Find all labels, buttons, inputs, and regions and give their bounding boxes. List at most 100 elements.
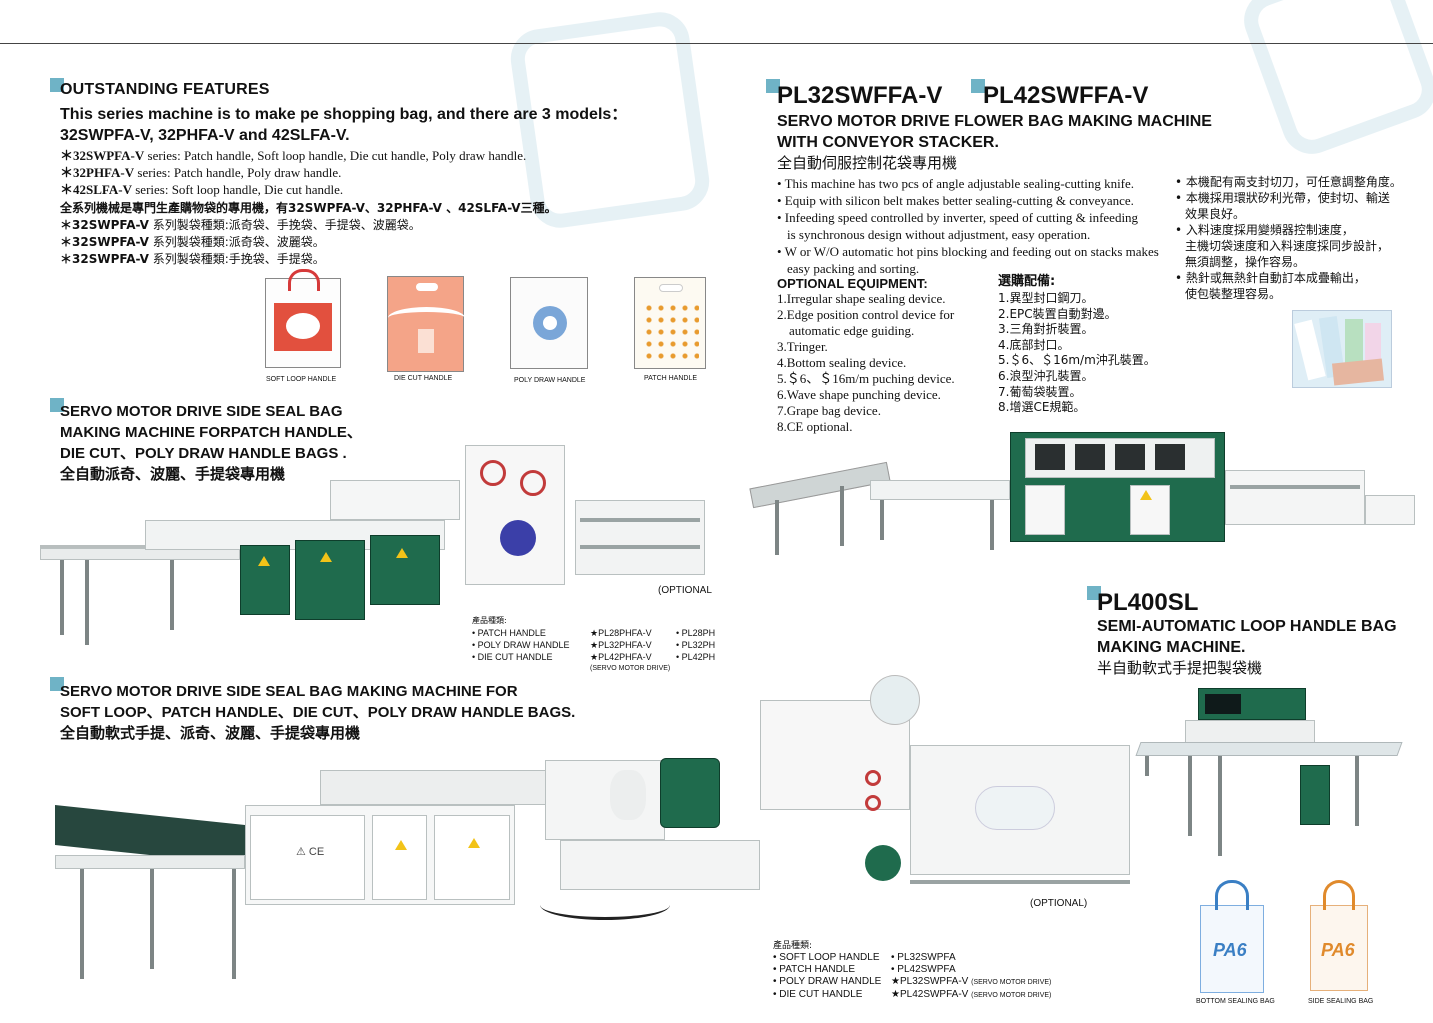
bag-bottom-sealing: PA6: [1200, 880, 1264, 993]
series-item: ＊32PHFA-V series: Patch handle, Poly dra…: [60, 165, 342, 180]
features-zh-block: 全系列機械是專門生產購物袋的專用機，有32SWPFA-V、32PHFA-V 、4…: [60, 200, 557, 217]
side-seal-products: 產品種類: • PATCH HANDLE ★PL28PHFA-V • PL28P…: [472, 615, 716, 675]
bag-bottom-sealing-logo: PA6: [1213, 940, 1247, 960]
soft-loop-products: 產品種類: • SOFT LOOP HANDLE • PL32SWPFA • P…: [773, 940, 1091, 1002]
flower-feature: • W or W/O automatic hot pins blocking a…: [777, 244, 1159, 259]
bag-label-poly-draw: POLY DRAW HANDLE: [514, 377, 586, 384]
flower-feature-zh: 無須調整，操作容易。: [1185, 255, 1306, 269]
bag-label-soft-loop: SOFT LOOP HANDLE: [266, 376, 337, 383]
section-marker-flower-2: [971, 79, 985, 93]
section-marker-features: [50, 78, 64, 92]
features-intro-line2: 32SWPFA-V, 32PHFA-V and 42SLFA-V.: [60, 127, 350, 144]
bag-sample-poly-draw: [510, 277, 588, 369]
features-zh-intro: 全系列機械是專門生產購物袋的專用機，有32SWPFA-V、32PHFA-V 、4…: [60, 201, 557, 215]
optional-item-zh: 2.EPC裝置自動對邊。: [998, 306, 1117, 321]
flower-feature-zh: 效果良好。: [1185, 207, 1246, 221]
side-seal-product-grid: • PATCH HANDLE ★PL28PHFA-V • PL28PH • PO…: [472, 627, 716, 663]
section-marker-side-seal: [50, 398, 64, 412]
product-item: • POLY DRAW HANDLE: [773, 976, 882, 987]
optional-item-zh: 4.底部封口。: [998, 337, 1070, 352]
flower-feature-zh: 使包裝整理容易。: [1185, 287, 1282, 301]
optional-item-zh: 5.＄6、＄16m/m沖孔裝置。: [998, 353, 1156, 368]
pl400-subtitle-line1: SEMI-AUTOMATIC LOOP HANDLE BAG: [1097, 618, 1397, 635]
pl400-subtitle: SEMI-AUTOMATIC LOOP HANDLE BAG MAKING MA…: [1097, 616, 1397, 679]
watermark-shape-right: [1235, 0, 1433, 163]
optional-equipment-zh-heading: 選購配備:: [998, 274, 1056, 289]
section-marker-flower-1: [766, 79, 780, 93]
side-seal-title-zh: 全自動派奇、波麗、手提袋專用機: [60, 465, 286, 483]
model-item: • PL32SWPFA: [891, 952, 956, 963]
section-marker-pl400: [1087, 586, 1101, 600]
model-item: ★PL32SWPFA-V (SERVO MOTOR DRIVE): [891, 976, 1052, 987]
product-item: • PATCH HANDLE: [472, 628, 546, 638]
soft-loop-title-line2: SOFT LOOP、PATCH HANDLE、DIE CUT、POLY DRAW…: [60, 704, 576, 721]
bag-side-sealing-logo: PA6: [1321, 940, 1355, 960]
features-zh-series: ＊32SWPFA-V 系列製袋種類:派奇袋、手挽袋、手提袋、波麗袋。 ＊32SW…: [60, 217, 421, 268]
flower-feature-zh: • 本機採用環狀矽利光帶，使封切、輸送: [1175, 191, 1390, 205]
pl400-model: PL400SL: [1097, 589, 1199, 616]
features-heading: OUTSTANDING FEATURES: [60, 81, 270, 98]
flower-model-1: PL32SWFFA-V: [777, 82, 943, 109]
zh-series-item: ＊32SWPFA-V 系列製袋種類:派奇袋、波麗袋。: [60, 235, 325, 249]
soft-loop-machine-mark: ⚠ CE: [296, 846, 325, 858]
pl400-subtitle-line2: MAKING MACHINE.: [1097, 639, 1246, 656]
side-seal-title-line1: SERVO MOTOR DRIVE SIDE SEAL BAG: [60, 403, 343, 420]
flower-feature: • This machine has two pcs of angle adju…: [777, 176, 1135, 191]
optional-item: automatic edge guiding.: [789, 323, 915, 338]
flower-feature: easy packing and sorting.: [787, 261, 920, 276]
side-seal-products-heading: 產品種類:: [472, 616, 507, 625]
bag-label-die-cut: DIE CUT HANDLE: [394, 375, 453, 382]
bag-label-patch: PATCH HANDLE: [644, 375, 698, 382]
side-seal-servo-note: (SERVO MOTOR DRIVE): [590, 665, 671, 672]
soft-loop-title-zh: 全自動軟式手提、派奇、波麗、手提袋專用機: [60, 724, 361, 742]
flower-subtitle-zh: 全自動伺服控制花袋專用機: [777, 154, 958, 172]
top-rule: [0, 43, 1433, 44]
bag-bottom-sealing-label: BOTTOM SEALING BAG: [1196, 998, 1275, 1005]
model-item: ★PL42PHFA-V: [590, 652, 652, 662]
soft-loop-product-grid: • SOFT LOOP HANDLE • PL32SWPFA • PATCH H…: [773, 952, 1091, 1002]
optional-equipment-list: 1.Irregular shape sealing device. 2.Edge…: [777, 291, 955, 435]
flower-subtitle-line1: SERVO MOTOR DRIVE FLOWER BAG MAKING MACH…: [777, 113, 1212, 130]
flower-features-list: • This machine has two pcs of angle adju…: [777, 175, 1159, 277]
optional-item: 8.CE optional.: [777, 419, 853, 434]
features-series-list: ＊32SWPFA-V series: Patch handle, Soft lo…: [60, 147, 526, 198]
zh-series-item: ＊32SWPFA-V 系列製袋種類:手挽袋、手提袋。: [60, 252, 325, 266]
optional-item: 5.＄6、＄16m/m puching device.: [777, 371, 955, 386]
model-item: • PL32PH: [676, 640, 716, 650]
flower-feature: • Infeeding speed controlled by inverter…: [777, 210, 1139, 225]
side-seal-optional: (OPTIONAL: [658, 585, 712, 596]
flower-feature-zh: 主機切袋速度和入料速度採同步設計，: [1185, 239, 1390, 253]
product-item: • DIE CUT HANDLE: [472, 652, 553, 662]
soft-loop-optional: (OPTIONAL): [1030, 898, 1088, 909]
side-seal-title-line2: MAKING MACHINE FORPATCH HANDLE、: [60, 424, 362, 441]
optional-item-zh: 1.異型封口鋼刀。: [998, 291, 1094, 305]
section-marker-soft-loop: [50, 677, 64, 691]
features-intro-line1: This series machine is to make pe shoppi…: [60, 106, 628, 123]
series-item: ＊32SWPFA-V series: Patch handle, Soft lo…: [60, 148, 527, 163]
pl400-subtitle-zh: 半自動軟式手提把製袋機: [1097, 659, 1263, 677]
optional-item: 1.Irregular shape sealing device.: [777, 291, 946, 306]
features-intro: This series machine is to make pe shoppi…: [60, 104, 627, 146]
product-item: • POLY DRAW HANDLE: [472, 640, 570, 650]
bag-side-sealing-label: SIDE SEALING BAG: [1308, 998, 1374, 1005]
bag-sample-patch: [634, 277, 706, 369]
product-item: • SOFT LOOP HANDLE: [773, 952, 880, 963]
optional-item-zh: 8.增選CE規範。: [998, 400, 1086, 415]
model-item: ★PL32PHFA-V: [590, 640, 652, 650]
optional-item-zh: 3.三角對折裝置。: [998, 322, 1094, 337]
optional-item: 3.Tringer.: [777, 339, 828, 354]
flower-features-zh: • 本機配有兩支封切刀，可任意調整角度。 • 本機採用環狀矽利光帶，使封切、輸送…: [1175, 174, 1402, 302]
optional-equipment-heading: OPTIONAL EQUIPMENT:: [777, 276, 928, 291]
product-item: • PATCH HANDLE: [773, 964, 856, 975]
bag-sample-die-cut: [387, 276, 465, 372]
optional-item: 4.Bottom sealing device.: [777, 355, 907, 370]
model-item: ★PL28PHFA-V: [590, 628, 652, 638]
soft-loop-title: SERVO MOTOR DRIVE SIDE SEAL BAG MAKING M…: [60, 681, 575, 744]
flower-model-2: PL42SWFFA-V: [983, 82, 1149, 109]
side-seal-title: SERVO MOTOR DRIVE SIDE SEAL BAG MAKING M…: [60, 401, 362, 485]
model-item: • PL28PH: [676, 628, 716, 638]
optional-equipment-zh-list: 1.異型封口鋼刀。 2.EPC裝置自動對邊。 3.三角對折裝置。 4.底部封口。…: [998, 291, 1156, 416]
series-item: ＊42SLFA-V series: Soft loop handle, Die …: [60, 182, 344, 197]
zh-series-item: ＊32SWPFA-V 系列製袋種類:派奇袋、手挽袋、手提袋、波麗袋。: [60, 218, 421, 232]
flower-feature-zh: • 本機配有兩支封切刀，可任意調整角度。: [1175, 175, 1402, 189]
